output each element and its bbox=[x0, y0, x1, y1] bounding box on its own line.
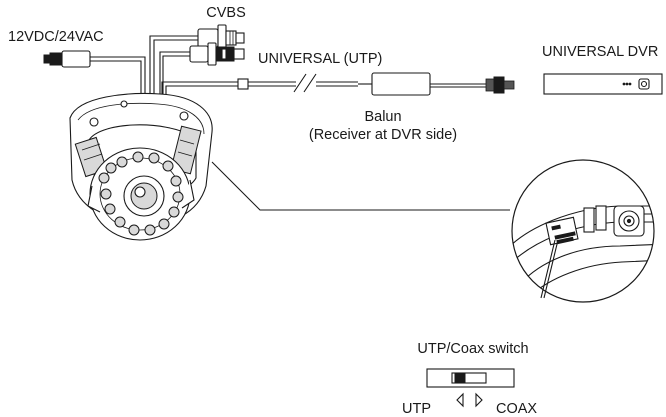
balun-icon bbox=[371, 72, 515, 96]
dome-camera-icon bbox=[69, 93, 213, 241]
ir-led-ring bbox=[98, 151, 184, 236]
left-triangle-outline-icon bbox=[456, 392, 464, 408]
power-plug-icon bbox=[43, 50, 91, 68]
balun-subtitle: (Receiver at DVR side) bbox=[309, 127, 457, 143]
cvbs-label: CVBS bbox=[206, 5, 246, 21]
utp-coax-switch-icon bbox=[426, 368, 515, 388]
dvr-label: UNIVERSAL DVR bbox=[542, 44, 658, 60]
cvbs-connector-bottom-icon bbox=[189, 42, 245, 66]
utp-wire bbox=[237, 73, 372, 93]
right-triangle-outline-icon bbox=[475, 392, 483, 408]
switch-coax-label: COAX bbox=[496, 401, 537, 417]
dvr-icon bbox=[543, 73, 663, 95]
switch-utp-label: UTP bbox=[402, 401, 431, 417]
power-label: 12VDC/24VAC bbox=[8, 29, 104, 45]
balun-title: Balun bbox=[364, 109, 401, 125]
callout-leader bbox=[211, 161, 510, 211]
zoom-callout-icon bbox=[511, 159, 655, 303]
utp-label: UNIVERSAL (UTP) bbox=[258, 51, 382, 67]
switch-title: UTP/Coax switch bbox=[417, 341, 528, 357]
